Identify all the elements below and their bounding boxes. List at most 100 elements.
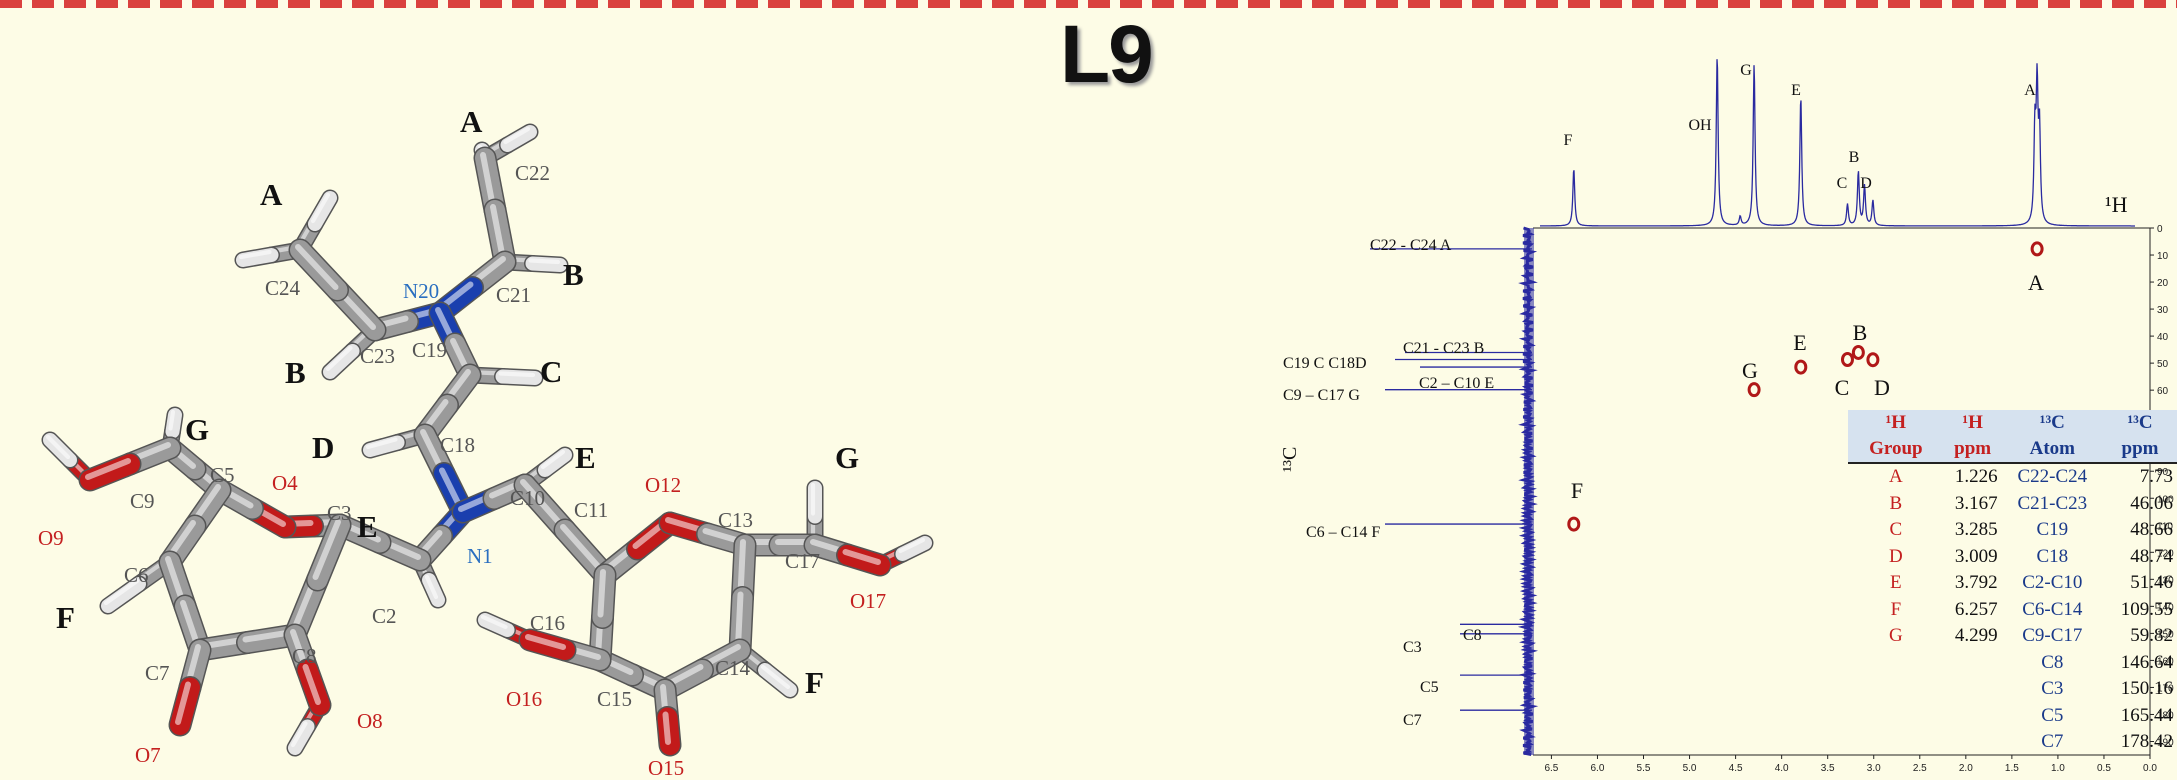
atom-label: C19 <box>412 338 447 362</box>
group-label: G <box>185 412 209 447</box>
atom-label: O12 <box>645 473 681 497</box>
cell-h-ppm <box>1944 729 2002 756</box>
atom-label: N1 <box>467 544 493 568</box>
page-title: L9 <box>1060 9 1154 100</box>
cell-h-group: B <box>1889 492 1903 514</box>
cell-h-ppm: 3.009 <box>1954 545 1998 567</box>
y-tick-label: 110 <box>2157 521 2173 532</box>
cell-c-atom: C18 <box>2036 545 2069 567</box>
cross-peak-label: F <box>1571 478 1583 503</box>
header-h-ppm-top: ¹H <box>1943 410 2002 436</box>
cell-h-group: F <box>1890 598 1902 620</box>
atom-label: O4 <box>272 471 298 495</box>
cross-peak <box>1747 382 1761 398</box>
c13-peak-label: C22 - C24 A <box>1370 237 1452 254</box>
cross-peak-label: C <box>1835 375 1850 400</box>
header-c-ppm-top: ¹³C <box>2103 410 2177 436</box>
x-tick-label: 5.5 <box>1637 763 1651 774</box>
cross-peak <box>1851 344 1865 360</box>
x-tick-label: 6.5 <box>1544 763 1558 774</box>
cell-c-ppm: 7.73 <box>2139 466 2173 487</box>
y-tick-label: 180 <box>2157 710 2174 721</box>
cross-peak <box>1840 352 1854 368</box>
atom-label: C17 <box>785 549 820 573</box>
y-tick-label: 30 <box>2157 305 2169 316</box>
cross-peak <box>2030 241 2044 257</box>
header-c-atom: Atom <box>2001 436 2104 464</box>
atom-label: C15 <box>597 687 632 711</box>
header-h-group: Group <box>1848 436 1944 464</box>
atom-label: C24 <box>265 276 301 300</box>
atom-label: C11 <box>574 498 608 522</box>
x-tick-label: 4.0 <box>1775 763 1789 774</box>
cell-h-ppm <box>1944 676 2002 703</box>
cell-c-ppm: 46.06 <box>2130 492 2173 514</box>
c13-peak-label: C2 – C10 E <box>1419 375 1494 392</box>
group-label: B <box>563 257 584 292</box>
cell-h-ppm <box>1944 650 2002 677</box>
c13-peak-label: C3 <box>1403 639 1422 656</box>
header-h-ppm: ppm <box>1943 436 2002 464</box>
x-tick-label: 5.0 <box>1683 763 1697 774</box>
atom-label: C9 <box>130 489 155 513</box>
cell-h-group <box>1848 650 1944 677</box>
atom-label: C3 <box>327 501 352 525</box>
atom-label: O17 <box>850 589 886 613</box>
atom-label: O8 <box>357 709 383 733</box>
cross-peak-label: B <box>1853 320 1868 345</box>
cell-c-ppm: 48.66 <box>2130 519 2173 540</box>
x-tick-label: 3.5 <box>1821 763 1835 774</box>
cell-c-atom: C2-C10 <box>2022 572 2083 593</box>
table-header-row-1: ¹H ¹H ¹³C ¹³C <box>1848 410 2177 436</box>
header-c-atom-top: ¹³C <box>2001 410 2104 436</box>
cross-peak <box>1866 352 1880 368</box>
cell-c-atom: C5 <box>2041 704 2064 726</box>
group-label: F <box>805 665 824 700</box>
cell-h-ppm: 6.257 <box>1954 598 1998 620</box>
cell-h-group: E <box>1890 572 1902 593</box>
h1-peak-label: A <box>2024 82 2036 99</box>
y-tick-label: 130 <box>2157 575 2174 586</box>
y-tick-label: 20 <box>2157 278 2169 289</box>
h1-peak-label: C <box>1837 175 1848 192</box>
h1-peak-label: OH <box>1688 117 1712 134</box>
y-tick-label: 170 <box>2157 683 2174 694</box>
cross-peak <box>1794 359 1808 375</box>
cell-h-group: D <box>1888 545 1903 567</box>
x-tick-label: 0.0 <box>2143 763 2157 774</box>
y-tick-label: 60 <box>2157 386 2169 397</box>
y-tick-label: 190 <box>2157 737 2174 748</box>
atom-label: C23 <box>360 344 395 368</box>
cell-c-atom: C21-C23 <box>2017 492 2088 514</box>
atom-label: C16 <box>530 611 565 635</box>
y-tick-label: 120 <box>2157 548 2174 559</box>
atom-label: O15 <box>648 756 684 780</box>
cross-peak-label: D <box>1874 375 1890 400</box>
c13-axis-label: ¹³C <box>1279 447 1301 472</box>
cell-h-group <box>1848 676 1944 703</box>
group-label: F <box>56 600 75 635</box>
group-label: G <box>835 440 859 475</box>
x-tick-label: 2.0 <box>1959 763 1973 774</box>
x-tick-label: 2.5 <box>1913 763 1927 774</box>
c13-peak-label: C6 – C14 F <box>1306 524 1380 541</box>
table-header-row-2: Group ppm Atom ppm <box>1848 436 2177 464</box>
header-h-group-top: ¹H <box>1848 410 1944 436</box>
atom-label: O7 <box>135 743 161 767</box>
cell-h-group: C <box>1889 519 1903 540</box>
cell-c-ppm: 59.82 <box>2130 625 2173 646</box>
y-tick-label: 100 <box>2157 494 2174 505</box>
